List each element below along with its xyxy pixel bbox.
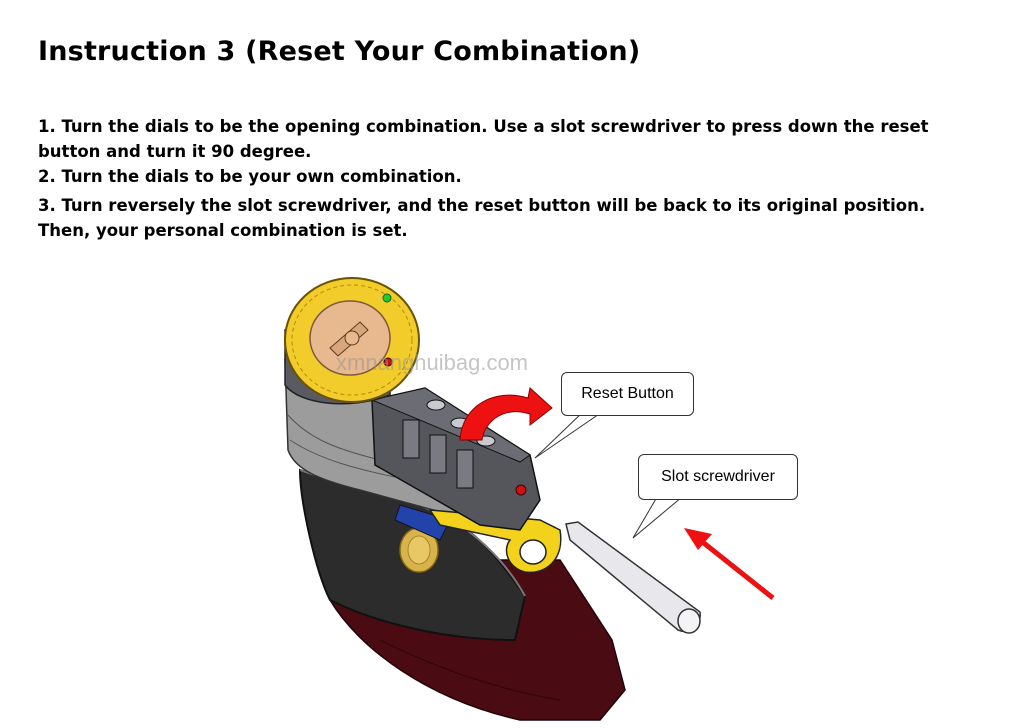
instruction-steps: 1. Turn the dials to be the opening comb… <box>38 114 983 243</box>
push-arrow <box>684 528 712 550</box>
lock-illustration <box>284 277 775 721</box>
indicator-red <box>383 357 393 367</box>
watermark: xmnanghuibag.com <box>336 350 529 375</box>
indicator-green <box>382 293 392 303</box>
step-3: 3. Turn reversely the slot screwdriver, … <box>38 196 926 240</box>
reset-button-callout: Reset Button <box>561 372 694 416</box>
reset-callout-tail <box>534 409 606 459</box>
slot-screwdriver-callout: Slot screwdriver <box>638 454 798 500</box>
slot-callout-tail <box>632 491 689 539</box>
step-1: 1. Turn the dials to be the opening comb… <box>38 117 929 161</box>
page-title: Instruction 3 (Reset Your Combination) <box>38 36 641 67</box>
rotate-arrow <box>459 387 553 441</box>
step-2: 2. Turn the dials to be your own combina… <box>38 167 462 186</box>
